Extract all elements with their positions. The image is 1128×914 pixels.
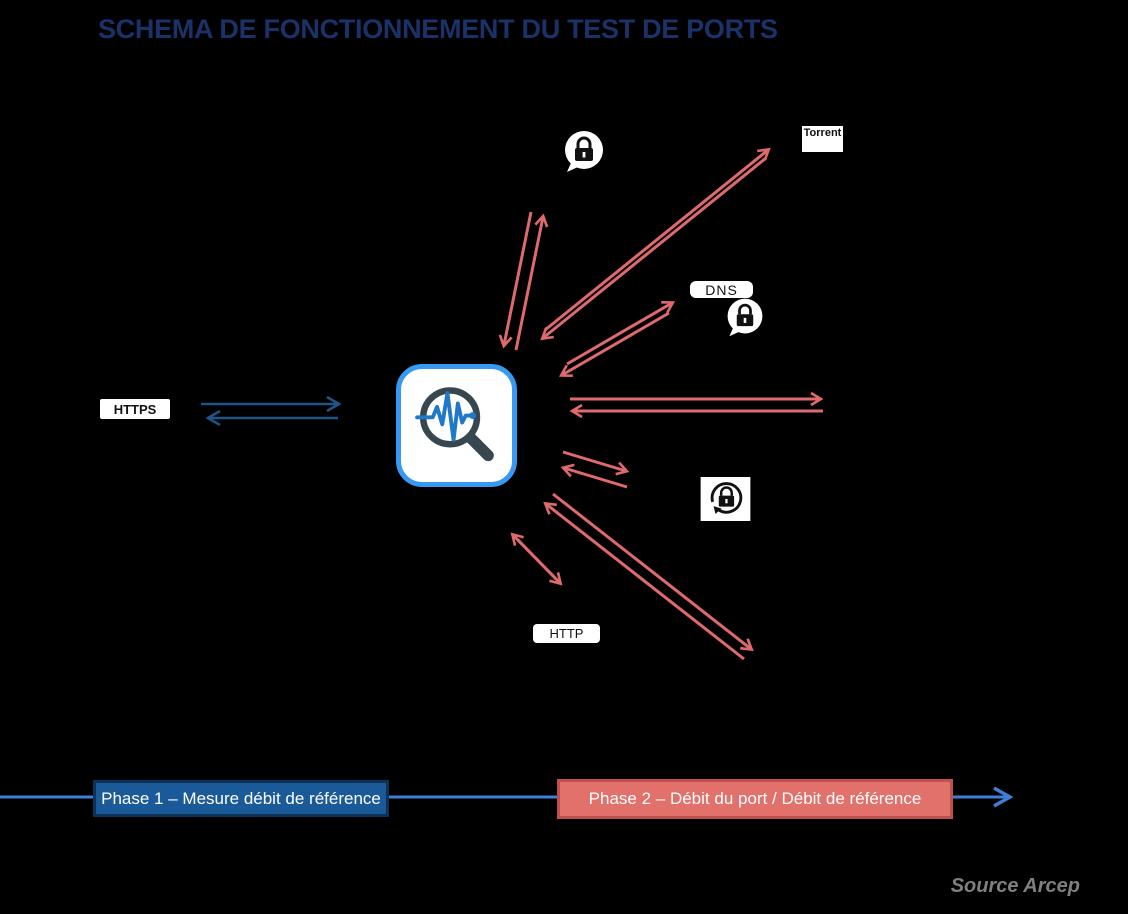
- blue-arrow-pair-https: [201, 395, 342, 427]
- lock-bubble-icon-top: [565, 131, 603, 172]
- red-arrow-pair-bottom-right: [543, 492, 754, 661]
- red-arrow-pair-top-lock: [498, 211, 549, 351]
- red-arrow-pair-dns: [558, 301, 676, 377]
- torrent-label: Torrent: [802, 126, 843, 152]
- page-title: SCHEMA DE FONCTIONNEMENT DU TEST DE PORT…: [98, 14, 778, 44]
- lock-refresh-icon: [700, 477, 751, 521]
- red-arrow-pair-right: [569, 391, 824, 419]
- phase2-box: Phase 2 – Débit du port / Débit de référ…: [557, 779, 953, 819]
- phase1-box: Phase 1 – Mesure débit de référence: [93, 780, 389, 817]
- center-speed-test-icon: [396, 364, 517, 487]
- source-credit: Source Arcep: [950, 875, 1080, 897]
- magnifier-pulse-icon: [414, 386, 494, 461]
- red-arrow-pair-short-right: [560, 450, 630, 489]
- lock-bubble-icon-dns: [727, 298, 763, 337]
- red-arrow-pair-torrent: [540, 147, 771, 341]
- red-arrow-pair-http: [510, 532, 563, 586]
- dns-label: DNS: [690, 281, 753, 298]
- https-label: HTTPS: [100, 399, 170, 419]
- http-label: HTTP: [533, 624, 600, 643]
